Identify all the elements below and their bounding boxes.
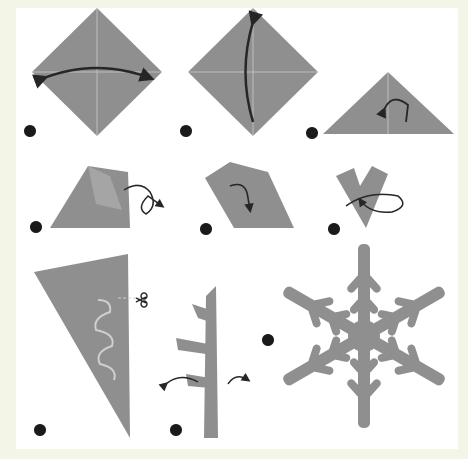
step-8-marker [170, 424, 182, 436]
step-3-marker [306, 127, 318, 139]
step-6-marker [328, 223, 340, 235]
step-3-triangle-fold [306, 72, 454, 139]
step-5-fold-right [200, 162, 294, 235]
scissors-icon [136, 293, 147, 307]
step-1-fold-diamond-horizontal [24, 8, 162, 137]
step-5-marker [200, 223, 212, 235]
step-2-fold-diamond-vertical [180, 8, 318, 137]
step-8-unfold [166, 286, 248, 438]
step-4-marker [30, 221, 42, 233]
step-7-cut-pattern [34, 254, 147, 438]
step-7-marker [34, 424, 46, 436]
snowflake-icon [275, 244, 453, 428]
step-4-fold-left [30, 166, 162, 233]
step-9-marker [262, 334, 274, 346]
step-6-folded-wedge [328, 166, 403, 235]
step-2-marker [180, 125, 192, 137]
step-9-finished-snowflake [262, 244, 453, 428]
step-1-marker [24, 125, 36, 137]
